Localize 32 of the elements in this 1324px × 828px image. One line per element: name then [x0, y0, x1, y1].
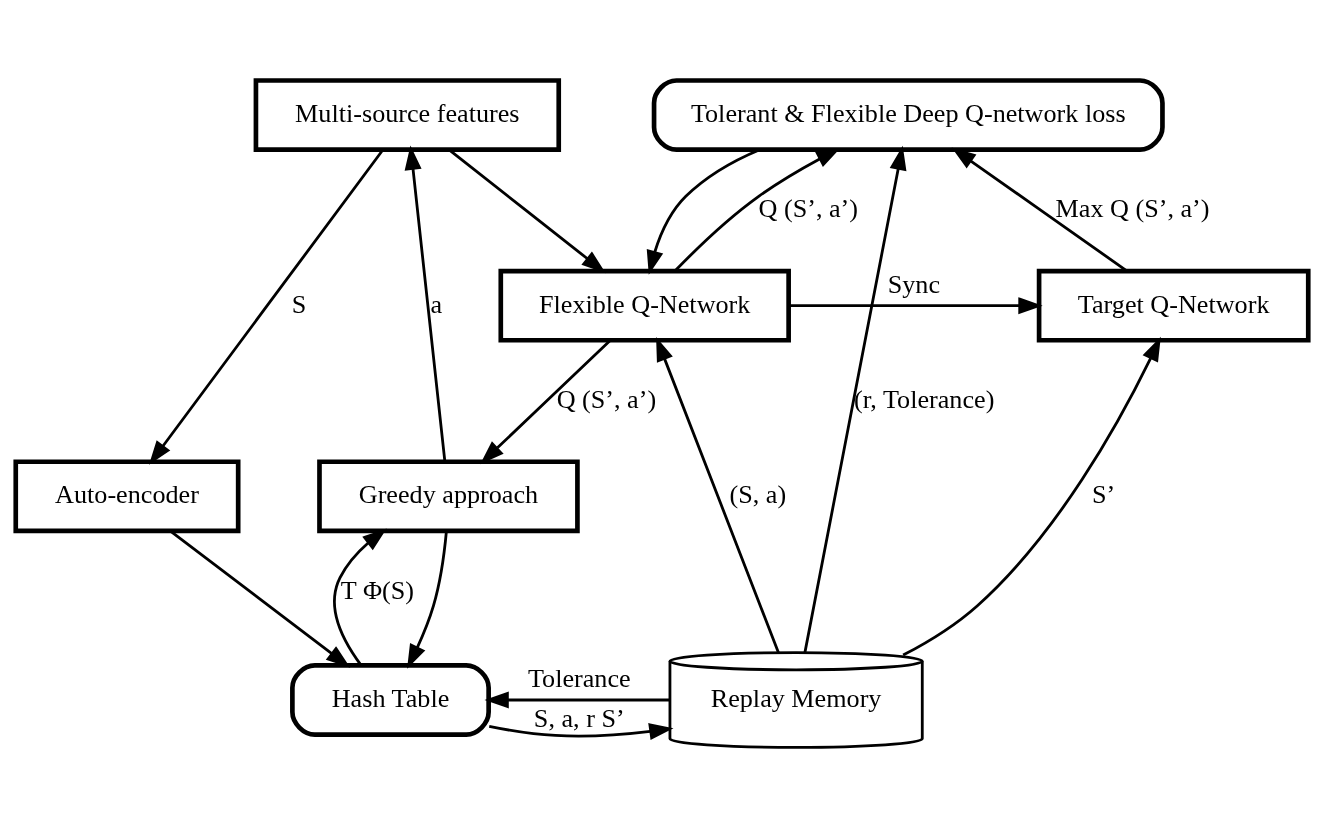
- arrow: [789, 297, 1043, 315]
- arrow: [484, 691, 670, 709]
- arrow: [404, 145, 447, 462]
- arrow: [480, 339, 611, 465]
- edge-label: S’: [1091, 480, 1116, 510]
- node-box: Greedy approach: [317, 459, 580, 534]
- arrow: [656, 336, 780, 653]
- edge-label: Q (S’, a’): [556, 384, 657, 414]
- arrow: [407, 531, 448, 669]
- edge-label: Tolerance: [527, 664, 631, 694]
- edge-label: a: [430, 289, 443, 319]
- arrow: [169, 530, 351, 668]
- edge-label: S: [291, 289, 307, 319]
- edge-label: S, a, r S’: [533, 703, 625, 733]
- node-box: Flexible Q-Network: [498, 268, 791, 343]
- node-box: Target Q-Network: [1036, 268, 1311, 343]
- edge-label: Q (S’, a’): [758, 194, 859, 224]
- arrow: [951, 147, 1128, 272]
- node-box: Multi-source features: [253, 78, 562, 152]
- arrow: [149, 148, 385, 465]
- edge-label: (r, Tolerance): [853, 384, 995, 414]
- arrow: [803, 145, 907, 653]
- edge-label: T Φ(S): [340, 575, 414, 605]
- node-box: Tolerant & Flexible Deep Q-network loss: [651, 78, 1165, 152]
- edge-label: Sync: [887, 269, 941, 299]
- edge-label: (S, a): [729, 480, 787, 510]
- edge-label: Max Q (S’, a’): [1055, 194, 1210, 224]
- arrow: [902, 336, 1161, 657]
- node-box: Auto-encoder: [13, 459, 241, 534]
- node-box: Hash Table: [290, 663, 491, 737]
- arrow: [488, 723, 674, 740]
- arrow: [646, 148, 761, 275]
